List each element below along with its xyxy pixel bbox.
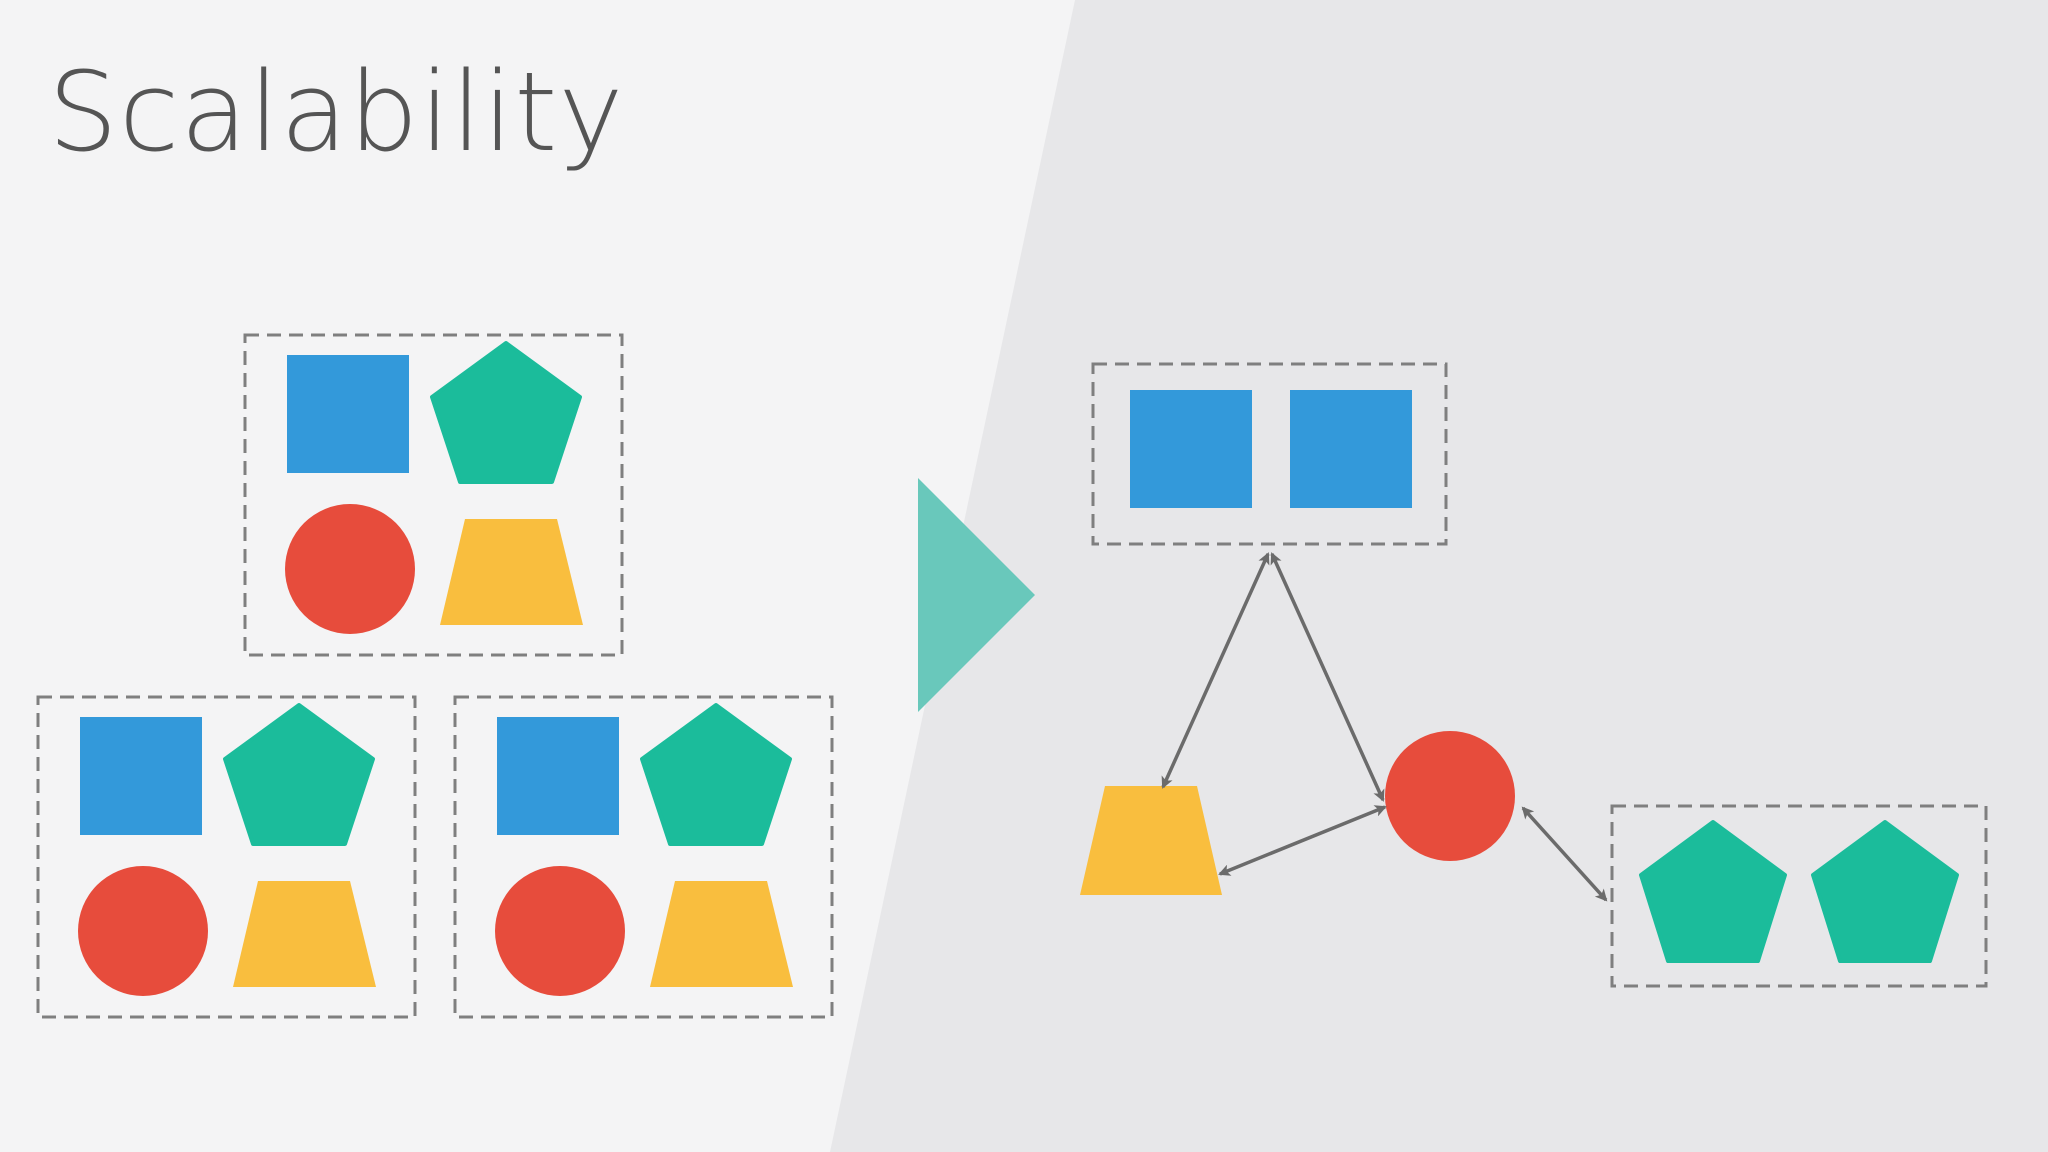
page-title: Scalability — [48, 48, 625, 176]
circle-service — [78, 866, 208, 996]
trapezoid-service — [233, 881, 376, 987]
square-service — [497, 717, 619, 835]
dashed-border — [1091, 362, 1448, 546]
pentagon-service — [223, 703, 375, 846]
dashed-border — [36, 695, 417, 1019]
dashed-border — [1610, 804, 1988, 988]
dashed-border — [243, 333, 624, 657]
monolith-instance — [243, 333, 624, 657]
pentagon-service — [1811, 820, 1959, 963]
pentagon-service — [430, 341, 582, 484]
connector-squares-trapezoid — [1161, 552, 1270, 789]
connector-trapezoid-circle — [1218, 805, 1387, 876]
pentagon-service-group — [1610, 804, 1988, 988]
square-service — [287, 355, 409, 473]
circle-service — [285, 504, 415, 634]
square-service — [1130, 390, 1252, 508]
square-service — [1290, 390, 1412, 508]
square-service-group — [1091, 362, 1448, 546]
circle-service — [1385, 731, 1515, 861]
trapezoid-service — [440, 519, 583, 625]
trapezoid-service — [650, 881, 793, 987]
connectors — [1161, 552, 1608, 902]
pentagon-service — [640, 703, 792, 846]
pentagon-service — [1639, 820, 1787, 963]
dashed-border — [453, 695, 834, 1019]
circle-service — [495, 866, 625, 996]
monolith-instance — [453, 695, 834, 1019]
monolith-group — [36, 333, 834, 1019]
transition-arrow-icon — [918, 478, 1035, 712]
connector-squares-circle — [1270, 552, 1385, 802]
trapezoid-service — [1080, 786, 1222, 895]
square-service — [80, 717, 202, 835]
microservices-group — [1080, 362, 1988, 988]
connector-circle-pentagons — [1521, 806, 1608, 902]
monolith-instance — [36, 695, 417, 1019]
